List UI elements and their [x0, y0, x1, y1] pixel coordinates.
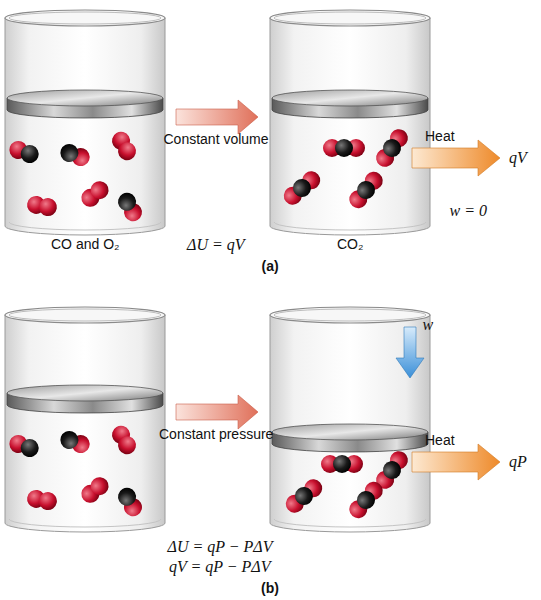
beaker-b-left [5, 307, 165, 532]
heat-arrow-b [412, 444, 500, 480]
heat-arrow-a [412, 140, 500, 176]
energy-equation: ΔU = qV [187, 236, 245, 254]
heat-symbol: qP [509, 453, 527, 471]
beaker-a-right [270, 10, 430, 235]
work-value: w = 0 [450, 202, 487, 220]
energy-equation: ΔU = qP − PΔV [168, 538, 273, 556]
energy-equation: qV = qP − PΔV [169, 558, 271, 576]
panel-letter: (a) [262, 258, 279, 274]
heat-symbol: qV [509, 149, 527, 167]
work-symbol: w [423, 316, 434, 334]
panel-letter: (b) [261, 580, 279, 596]
reactant-caption: CO and O₂ [51, 236, 119, 252]
heat-label: Heat [425, 128, 455, 144]
process-label: Constant pressure [159, 426, 273, 442]
beaker-b-right [270, 307, 430, 532]
constant-pressure-arrow [176, 395, 258, 429]
heat-label: Heat [425, 432, 455, 448]
process-label: Constant volume [164, 131, 269, 147]
beaker-a-left [5, 10, 165, 235]
constant-volume-arrow [176, 100, 258, 134]
product-caption: CO₂ [337, 236, 363, 252]
work-arrow [396, 327, 424, 378]
